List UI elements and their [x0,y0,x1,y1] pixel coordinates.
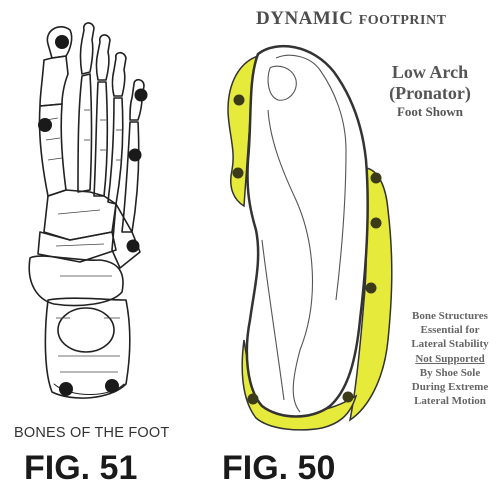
note-line: Lateral Stability [404,337,496,351]
arch-label-line3: Foot Shown [370,104,490,120]
bone-structures-note: Bone Structures Essential for Lateral St… [404,309,496,408]
footprint-marker [366,283,377,294]
note-line: By Shoe Sole [404,366,496,380]
fig-50-label: FIG. 50 [222,449,335,488]
footprint-marker [343,392,354,403]
note-line: Essential for [404,323,496,337]
footprint-marker [233,168,244,179]
footprint-marker [248,394,259,405]
fig-51-label: FIG. 51 [24,449,137,488]
arch-label-line2: (Pronator) [370,83,490,104]
footprint-marker [371,218,382,229]
bones-caption: BONES OF THE FOOT [14,425,169,441]
note-line: Not Supported [404,352,496,366]
title-small: FOOTPRINT [359,13,447,28]
footprint-title: DYNAMIC FOOTPRINT [256,8,446,30]
note-line: Lateral Motion [404,394,496,408]
note-line: Bone Structures [404,309,496,323]
note-line: During Extreme [404,380,496,394]
arch-label: Low Arch (Pronator) Foot Shown [370,62,490,120]
footprint-outline [247,46,368,416]
arch-label-line1: Low Arch [370,62,490,83]
footprint-marker [371,173,382,184]
title-big: DYNAMIC [256,8,353,29]
footprint-marker [234,95,245,106]
